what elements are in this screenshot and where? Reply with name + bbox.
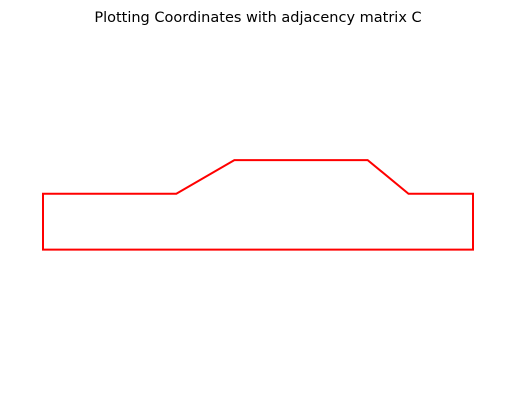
series-0-outline bbox=[42, 159, 474, 251]
chart-title: Plotting Coordinates with adjacency matr… bbox=[94, 10, 421, 26]
plot-area bbox=[42, 159, 474, 251]
